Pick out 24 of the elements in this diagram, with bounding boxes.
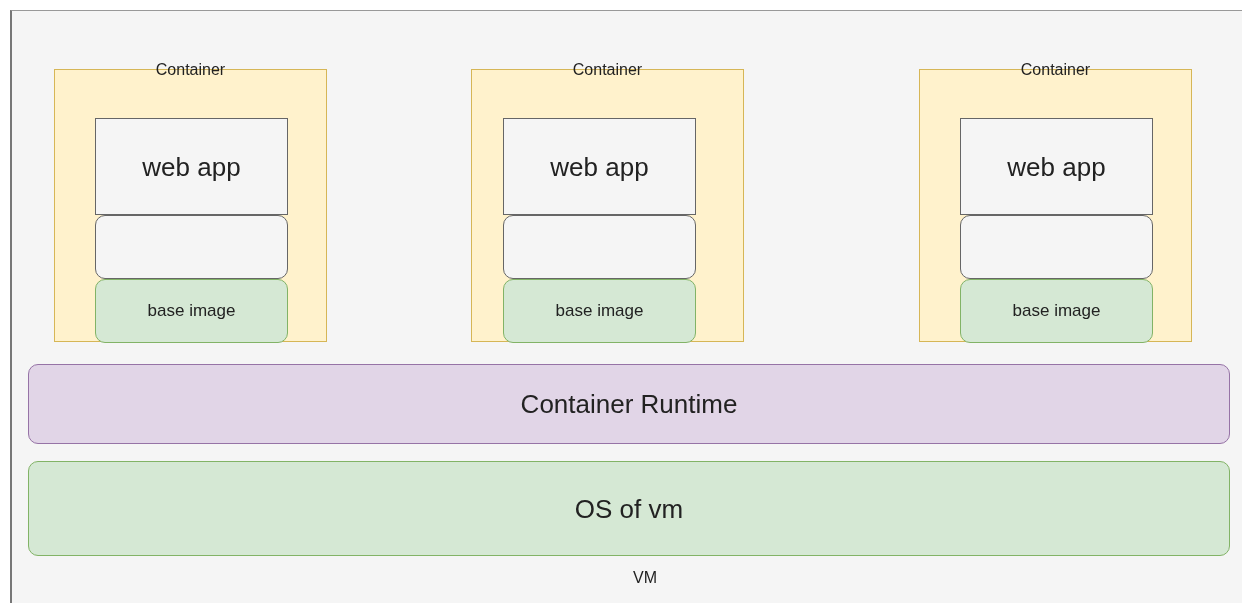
layer-text: OS of vm: [573, 493, 685, 524]
layer-label: Container: [1019, 61, 1092, 79]
layer-text: web app: [141, 151, 242, 182]
app-box: [95, 118, 288, 215]
app-box: [960, 118, 1153, 215]
runtime-bar: [28, 364, 1230, 444]
base-image-box: [503, 279, 696, 343]
layer-text: base image: [554, 301, 645, 321]
layer-text: Container Runtime: [519, 388, 739, 420]
layer-text: web app: [1006, 151, 1107, 182]
base-image-box: [960, 279, 1153, 343]
vm-panel: [10, 10, 1242, 603]
app-box: [503, 118, 696, 215]
layer-label: Container: [571, 61, 644, 79]
layer-text: web app: [549, 151, 650, 182]
server-box: [503, 215, 696, 279]
layer-label: Container: [154, 61, 227, 79]
layer-text: base image: [146, 301, 237, 321]
layer-text: base image: [1011, 301, 1102, 321]
server-box: [95, 215, 288, 279]
server-box: [960, 215, 1153, 279]
base-image-box: [95, 279, 288, 343]
layer-label: VM: [632, 569, 658, 587]
os-bar: [28, 461, 1230, 556]
